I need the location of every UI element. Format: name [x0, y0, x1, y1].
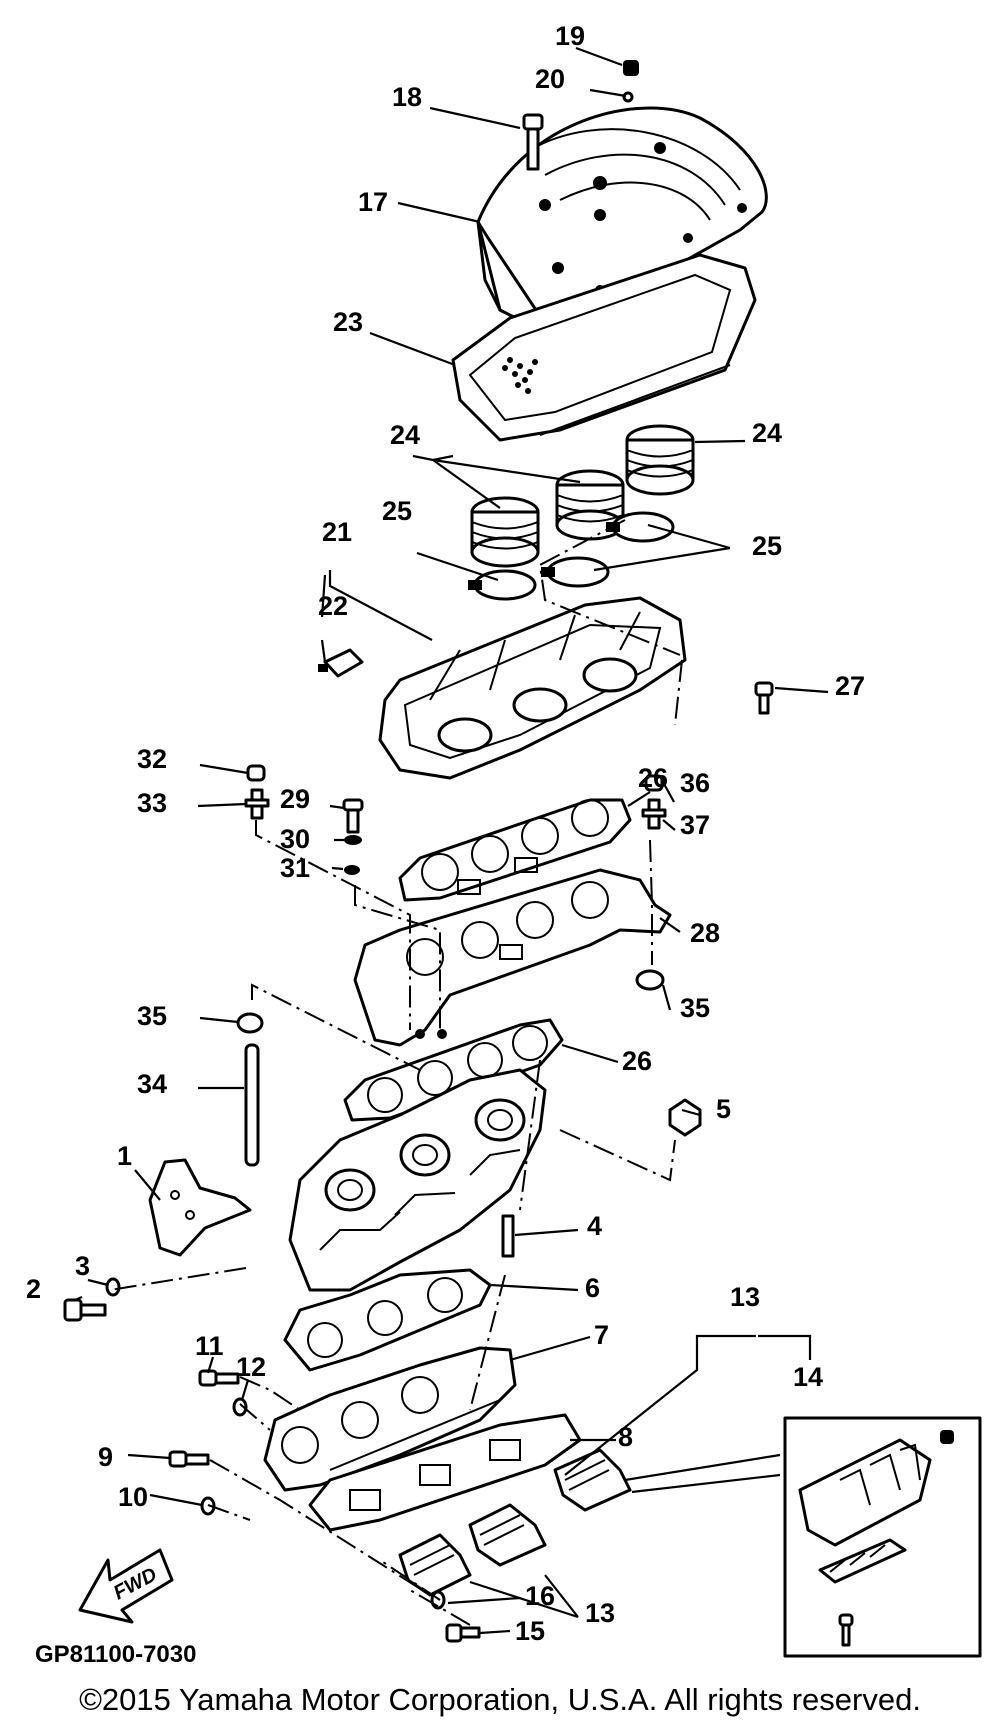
connection-lines	[109, 519, 683, 1626]
callout-26a: 26	[638, 763, 668, 793]
fitting-22	[318, 648, 364, 678]
bolt-11	[198, 1369, 240, 1387]
fitting-32	[246, 764, 266, 782]
washer-20	[622, 91, 634, 103]
callout-25a: 25	[382, 496, 412, 526]
fitting-37	[641, 798, 667, 830]
callout-5: 5	[716, 1094, 731, 1124]
washer-31	[344, 865, 360, 875]
callout-21: 21	[322, 517, 352, 547]
callout-13a: 13	[730, 1282, 760, 1312]
callout-25b: 25	[752, 531, 782, 561]
screw-19	[623, 60, 639, 76]
exploded-view-drawing: FWD	[26, 21, 982, 1668]
callout-26b: 26	[622, 1046, 652, 1076]
callout-2: 2	[26, 1274, 41, 1304]
callout-6: 6	[585, 1273, 600, 1303]
reed-valve-detail-box	[783, 1416, 982, 1658]
callout-27: 27	[835, 671, 865, 701]
gasket-26-upper	[398, 798, 632, 902]
clamp-35-right	[635, 969, 665, 991]
silencer-case	[378, 596, 687, 780]
gasket-26-lower	[343, 1018, 564, 1122]
callout-35b: 35	[680, 993, 710, 1023]
nut-5	[668, 1098, 702, 1137]
callout-14: 14	[793, 1362, 823, 1392]
callout-4: 4	[587, 1211, 602, 1241]
tube-34	[244, 1043, 260, 1167]
bracket-1	[148, 1158, 252, 1257]
part-code: GP81100-7030	[35, 1641, 196, 1668]
callout-28: 28	[690, 918, 720, 948]
callout-18: 18	[392, 82, 422, 112]
callout-35a: 35	[137, 1001, 167, 1031]
bolt-18	[522, 113, 544, 171]
carburetor-assembly	[288, 1068, 547, 1292]
leader-lines	[74, 46, 829, 1635]
callout-19: 19	[555, 21, 585, 51]
silencer-cover	[476, 106, 768, 332]
callout-10: 10	[118, 1482, 148, 1512]
bolt-29	[342, 798, 364, 834]
callout-labels: 19 20 18 17 23 24 24 25 25 21 22 27 26 3…	[26, 21, 865, 1668]
bolt-2	[63, 1298, 107, 1322]
callout-15: 15	[515, 1616, 545, 1646]
callout-9: 9	[98, 1442, 113, 1472]
callout-3: 3	[75, 1251, 90, 1281]
callout-24b: 24	[752, 418, 782, 448]
callout-29: 29	[280, 784, 310, 814]
washer-3	[105, 1277, 121, 1297]
washer-30	[344, 835, 362, 845]
callout-20: 20	[535, 64, 565, 94]
callout-1: 1	[117, 1141, 132, 1171]
callout-30: 30	[280, 824, 310, 854]
callout-8: 8	[618, 1422, 633, 1452]
bolt-27	[754, 681, 774, 715]
callout-12: 12	[236, 1352, 266, 1382]
reed-valves	[398, 1448, 632, 1597]
washer-12	[232, 1397, 248, 1417]
bolt-15	[445, 1623, 481, 1643]
manifold-7	[263, 1346, 517, 1492]
callout-22: 22	[318, 591, 348, 621]
callout-16: 16	[525, 1581, 555, 1611]
bolt-9	[168, 1450, 210, 1468]
plate-28	[353, 868, 672, 1047]
callout-17: 17	[358, 187, 388, 217]
fitting-36	[644, 774, 664, 792]
rubber-boots	[470, 424, 695, 568]
silencer-gasket	[451, 253, 757, 442]
clamp-35-left	[236, 1012, 264, 1034]
callout-31: 31	[280, 853, 310, 883]
callout-23: 23	[333, 307, 363, 337]
callout-13b: 13	[585, 1598, 615, 1628]
callout-11: 11	[195, 1331, 224, 1361]
fwd-arrow-icon: FWD	[78, 1548, 174, 1624]
callout-33: 33	[137, 788, 167, 818]
callout-32: 32	[137, 744, 167, 774]
copyright-notice: ©2015 Yamaha Motor Corporation, U.S.A. A…	[79, 1682, 921, 1717]
fitting-33	[244, 788, 270, 820]
callout-37: 37	[680, 810, 710, 840]
callout-24a: 24	[390, 420, 420, 450]
callout-36: 36	[680, 768, 710, 798]
callout-7: 7	[594, 1320, 609, 1350]
callout-34: 34	[137, 1069, 167, 1099]
stud-4	[501, 1214, 515, 1258]
